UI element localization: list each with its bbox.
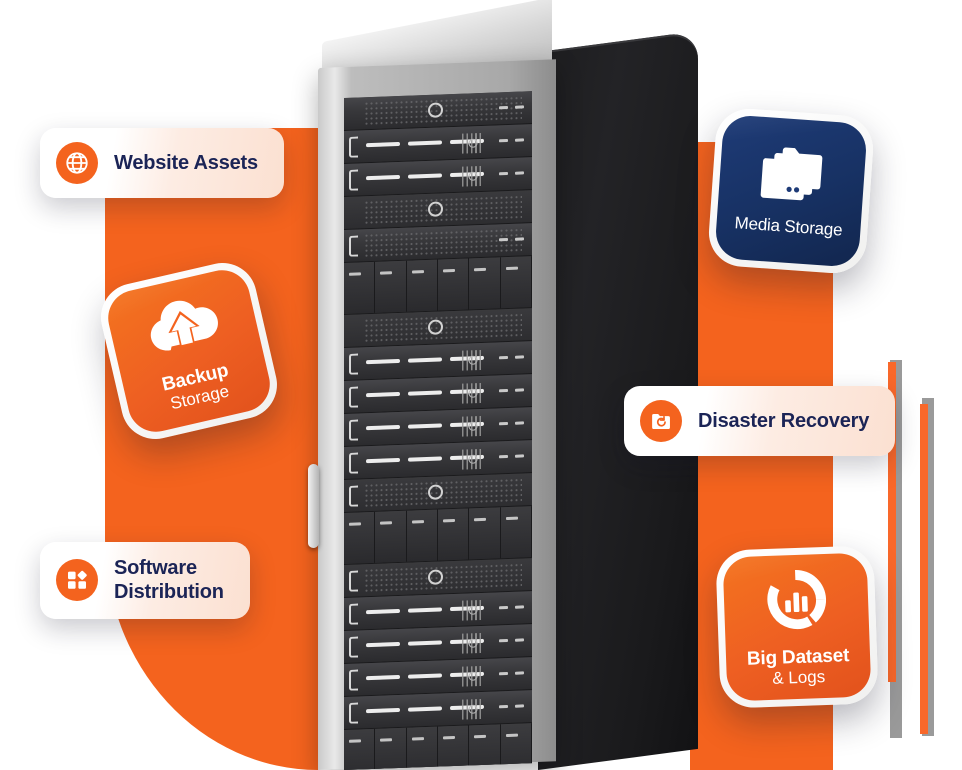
badge-label: Disaster Recovery — [698, 409, 870, 432]
tile-face: Big Dataset & Logs — [722, 552, 872, 702]
tile-media-storage[interactable]: Media Storage — [706, 106, 876, 276]
rack-unit — [344, 256, 532, 315]
rack-unit — [344, 723, 532, 770]
tile-label: Backup Storage — [159, 359, 231, 413]
folders-icon — [752, 143, 832, 211]
tile-label: Media Storage — [733, 213, 844, 240]
tile-label: Big Dataset & Logs — [746, 644, 850, 688]
globe-icon — [56, 142, 98, 184]
accent-strip-1 — [888, 362, 896, 682]
badge-label: Website Assets — [114, 151, 258, 174]
rack-units-column — [344, 91, 532, 770]
rack-unit — [344, 506, 532, 565]
tile-face: Backup Storage — [102, 264, 276, 438]
tile-face: Media Storage — [714, 114, 868, 268]
folder-restore-icon — [640, 400, 682, 442]
badge-disaster-recovery[interactable]: Disaster Recovery — [624, 386, 896, 456]
tile-backup-storage[interactable]: Backup Storage — [94, 256, 284, 446]
donut-bar-chart-icon — [762, 566, 830, 639]
grid-squares-icon — [56, 559, 98, 602]
cloud-upload-icon — [139, 287, 228, 367]
badge-website-assets[interactable]: Website Assets — [40, 128, 284, 198]
tile-big-dataset-logs[interactable]: Big Dataset & Logs — [715, 545, 879, 709]
rack-door-handle[interactable] — [308, 463, 319, 549]
orange-blob-left — [105, 128, 318, 770]
accent-strip-2 — [920, 404, 928, 734]
